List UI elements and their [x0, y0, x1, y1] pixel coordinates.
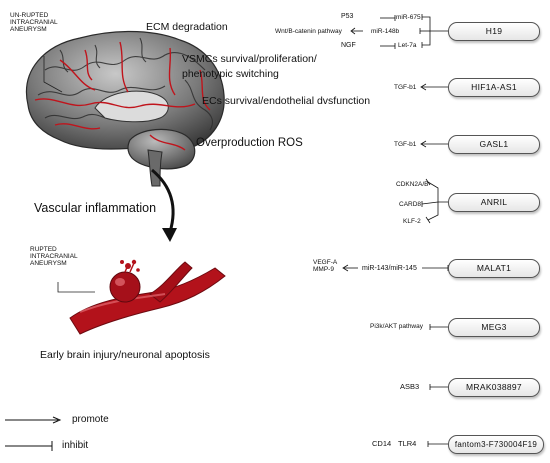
target-mir-148b: miR-148b: [371, 28, 400, 35]
lncrna-mrak038897: MRAK038897: [448, 378, 540, 397]
target-tgf-b1-hif1a: TGF-b1: [394, 84, 417, 91]
target-pi3k-akt: Pi3k/AKT pathway: [370, 323, 423, 330]
target-ngf: NGF: [341, 42, 356, 49]
target-klf-2: KLF-2: [403, 218, 421, 225]
ruptured-aneurysm-illustration: [69, 259, 226, 335]
target-let-7a: Let-7a: [398, 42, 417, 49]
target-tgf-b1-gasl1: TGF-b1: [394, 141, 417, 148]
unruptured-aneurysm-label: UN-RUPTED INTRACRANIAL ANEURYSM: [10, 12, 58, 34]
target-cdkn2a-b: CDKN2A/B: [396, 181, 429, 188]
target-p53: P53: [341, 13, 354, 20]
target-card8: CARD8: [399, 201, 422, 208]
target-mir-675: miR-675: [396, 14, 421, 21]
lncrna-anril: ANRIL: [448, 193, 540, 212]
ruptured-aneurysm-label: RUPTED INTRACRANIAL ANEURYSM: [30, 246, 78, 268]
legend-inhibit-label: inhibit: [62, 440, 89, 451]
target-cd14: CD14: [372, 439, 392, 448]
lncrna-h19: H19: [448, 22, 540, 41]
lncrna-malat1: MALAT1: [448, 259, 540, 278]
legend-promote-label: promote: [72, 414, 109, 425]
target-asb3: ASB3: [400, 382, 420, 391]
target-wnt: Wnt/B-catenin pathway: [275, 28, 342, 35]
effect-ros: Overproduction ROS: [196, 137, 303, 149]
lncrna-gasl1: GASL1: [448, 135, 540, 154]
lncrna-fantom3: fantom3-F730004F19: [448, 435, 544, 454]
legend-inhibit-arrow: [5, 441, 53, 451]
target-mir-143-145: miR-143/miR-145: [362, 265, 417, 272]
lncrna-meg3: MEG3: [448, 318, 540, 337]
outcome-label: Early brain injury/neuronal apoptosis: [40, 349, 210, 361]
effect-ecm-degradation: ECM degradation: [146, 21, 228, 33]
target-tlr4: TLR4: [398, 439, 417, 448]
vascular-inflammation-label: Vascular inflammation: [34, 201, 157, 215]
target-vegf-mmp9: VEGF-A MMP-9: [313, 259, 338, 274]
effect-ec-dysfunction: ECs survival/endothelial dvsfunction: [202, 95, 371, 107]
lncrna-hif1a-as1: HIF1A-AS1: [448, 78, 540, 97]
legend-promote-arrow: [5, 416, 62, 424]
effect-vsmc: VSMCs survival/proliferation/ phenotypic…: [182, 53, 317, 80]
